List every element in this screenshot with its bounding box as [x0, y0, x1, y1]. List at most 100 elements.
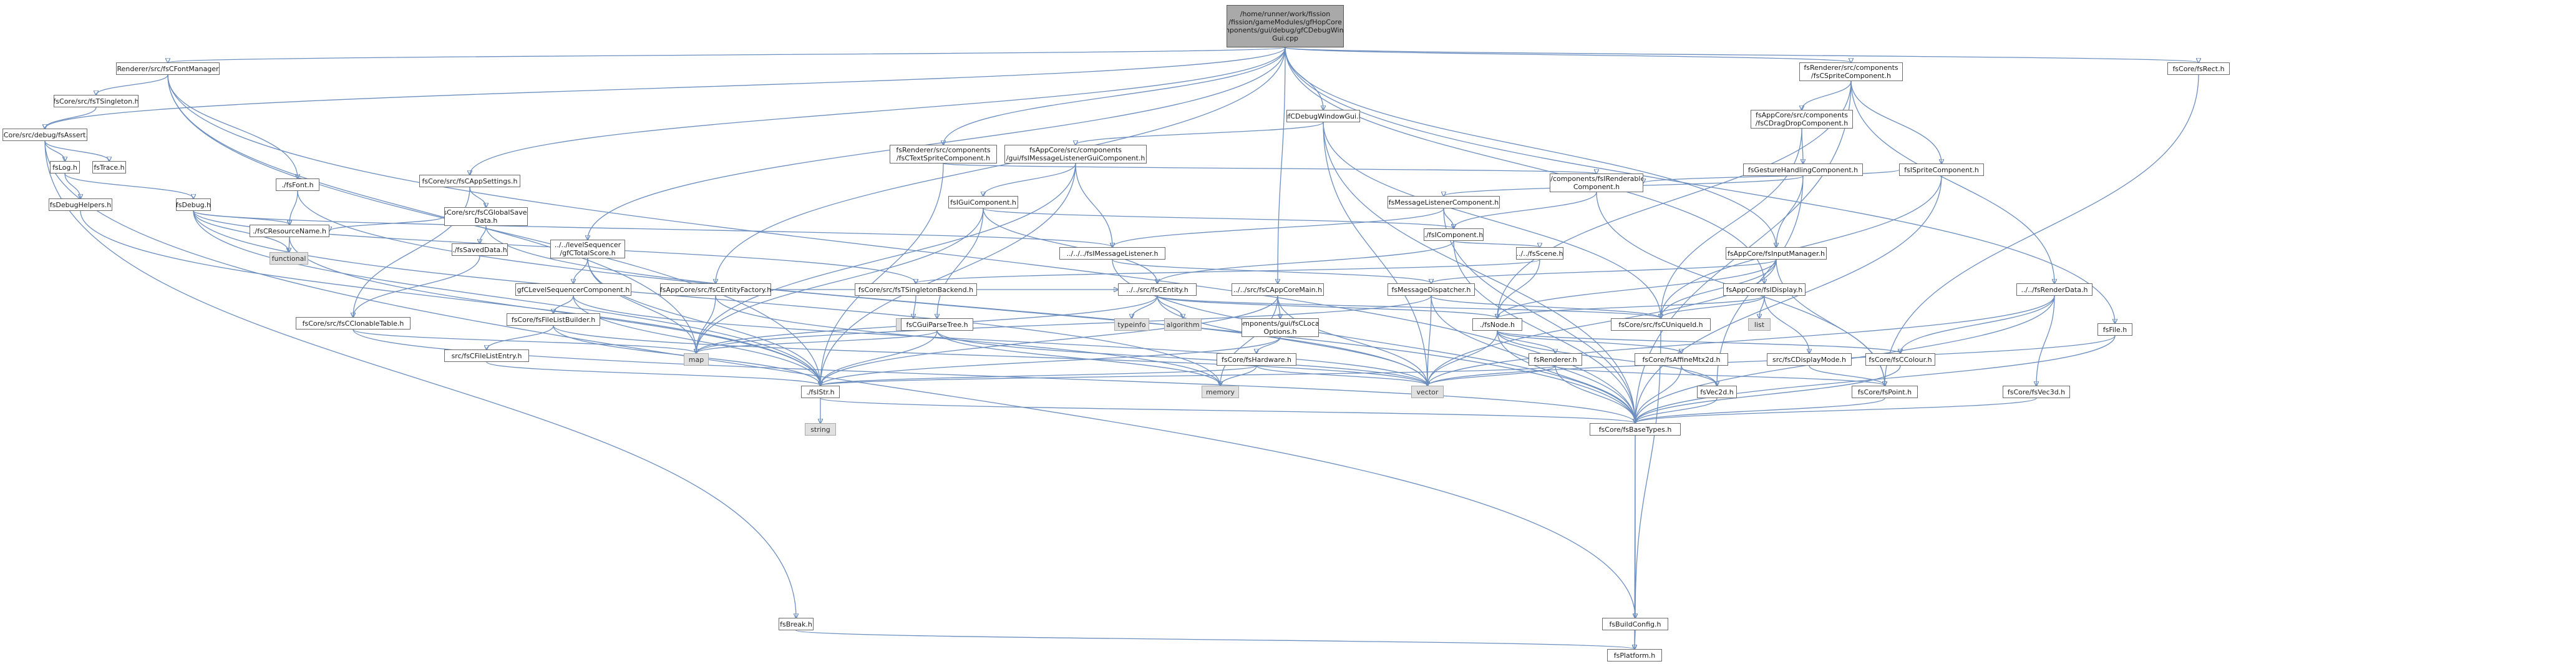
node-app-core-main[interactable]: ../../src/fsCAppCoreMain.h [1232, 283, 1324, 296]
node-file-list-entry[interactable]: src/fsCFileListEntry.h [444, 349, 529, 362]
node-font[interactable]: ./fsFont.h [276, 178, 319, 191]
node-drag-drop[interactable]: fsAppCore/src/components /fsCDragDropCom… [1751, 110, 1853, 129]
node-vec2d[interactable]: fsVec2d.h [1697, 386, 1737, 398]
edge-input_manager-to-message_dispatcher [1431, 259, 1777, 283]
node-fs-node[interactable]: ./fsNode.h [1472, 318, 1522, 331]
node-affine-mtx[interactable]: fsCore/fsAffineMtx2d.h [1635, 353, 1728, 366]
node-input-manager[interactable]: fsAppCore/fsInputManager.h [1726, 247, 1827, 260]
edge-level_seq_component-to-file_list_builder [553, 295, 574, 313]
edge-vec2d-to-basetypes [1635, 398, 1718, 423]
node-tsingleton[interactable]: fsCore/src/fsTSingleton.h [54, 95, 139, 107]
edge-node_h-to-vec2d [1497, 330, 1717, 386]
node-sprite-component[interactable]: fsRenderer/src/components /fsCSpriteComp… [1799, 62, 1903, 81]
node-istr[interactable]: ./fsIStr.h [801, 386, 840, 398]
node-rect[interactable]: fsCore/fsRect.h [2167, 62, 2230, 75]
node-file-list-builder[interactable]: fsCore/fsFileListBuilder.h [507, 313, 600, 326]
node-level-seq-component[interactable]: gfCLevelSequencerComponent.h [515, 283, 631, 296]
node-log[interactable]: fsLog.h [50, 161, 80, 173]
node-gui-listener-component[interactable]: fsAppCore/src/components /gui/fsIMessage… [1004, 145, 1147, 164]
node-assert[interactable]: fsCore/src/debug/fsAssert.h [2, 129, 87, 141]
edge-assert-to-log [44, 140, 65, 161]
edge-node_h-to-vector [1427, 330, 1498, 386]
edge-gui_component-to-centity [983, 208, 1157, 283]
node-scene[interactable]: ../../fsScene.h [1516, 247, 1563, 260]
node-file[interactable]: fsFile.h [2097, 323, 2132, 336]
node-break[interactable]: fsBreak.h [779, 618, 814, 630]
edge-level_seq_total_score-to-level_seq_component [573, 258, 588, 283]
edge-gui_listener_component-to-gui_component [983, 163, 1076, 196]
edge-cuniqueid-to-build_config [1635, 330, 1661, 618]
edge-input_manager-to-node_h [1497, 259, 1777, 318]
dependency-edges [45, 47, 2199, 649]
edge-renderer-to-istr [820, 365, 1556, 386]
node-root-source-file: /home/runner/work/fission /fission/gameM… [1227, 5, 1344, 47]
node-app-settings[interactable]: fsCore/src/fsCAppSettings.h [419, 175, 520, 187]
node-hardware[interactable]: fsCore/fsHardware.h [1217, 353, 1296, 366]
node-trace[interactable]: fsTrace.h [92, 161, 126, 173]
edge-global_saved_data-to-vector [485, 225, 1427, 386]
node-message-listener[interactable]: ../../../fsIMessageListener.h [1059, 247, 1165, 260]
edge-font-to-basetypes [297, 190, 1635, 423]
edge-node_h-to-renderer [1497, 330, 1555, 353]
edge-debug_window_gui-to-cuniqueid [1323, 122, 1661, 318]
edge-font-to-resource_name [289, 190, 298, 225]
edge-root-to-rect [1285, 47, 2199, 62]
edge-file_list_entry-to-istr [486, 361, 820, 386]
node-resource-name[interactable]: ./fsCResourceName.h [250, 225, 329, 237]
node-build-config[interactable]: fsBuildConfig.h [1602, 618, 1668, 630]
node-gui-parse-tree[interactable]: fsCGuiParseTree.h [901, 318, 973, 331]
edge-affine_mtx-to-vec2d [1681, 365, 1717, 386]
edge-gui_listener_component-to-istr [820, 163, 1076, 386]
edge-debug_window_gui-to-basetypes [1323, 122, 1635, 423]
node-level-seq-total-score[interactable]: ../../levelSequencer /gfCTotalScore.h [550, 240, 625, 258]
edge-colour-to-basetypes [1635, 365, 1901, 423]
edge-scene-to-node_h [1497, 259, 1540, 318]
node-isprite-component[interactable]: fsISpriteComponent.h [1899, 164, 1984, 176]
node-debug-window-gui[interactable]: gfCDebugWindowGui.h [1286, 110, 1360, 122]
node-centity[interactable]: ../../src/fsCEntity.h [1118, 283, 1197, 296]
node-message-listener-component[interactable]: fsMessageListenerComponent.h [1388, 196, 1500, 208]
node-cuniqueid[interactable]: fsCore/src/fsCUniqueId.h [1611, 318, 1711, 331]
node-tsingleton-backend[interactable]: fsCore/src/fsTSingletonBackend.h [855, 283, 977, 296]
node-vec3d[interactable]: fsCore/fsVec3d.h [2003, 386, 2070, 398]
edge-app_display-to-cuniqueid [1661, 295, 1765, 318]
node-icomponent[interactable]: ./fsIComponent.h [1424, 228, 1484, 241]
node-debug[interactable]: fsDebug.h [176, 198, 211, 211]
node-text-sprite[interactable]: fsRenderer/src/components /fsCTextSprite… [890, 145, 997, 164]
node-renderer[interactable]: fsRenderer.h [1529, 353, 1582, 366]
edge-gui_parse_tree-to-istr [820, 330, 938, 386]
node-irenderable[interactable]: ./components/fsIRenderable Component.h [1550, 173, 1643, 192]
node-debug-helpers[interactable]: fsDebugHelpers.h [49, 198, 112, 211]
edge-assert-to-trace [44, 140, 109, 161]
node-font-manager[interactable]: fsRenderer/src/fsCFontManager.h [116, 62, 220, 75]
edge-render_data-to-vec3d [2036, 295, 2055, 386]
node-render-data[interactable]: ../../fsRenderData.h [2016, 283, 2092, 296]
node-global-saved-data[interactable]: fsCore/src/fsCGlobalSaved Data.h [444, 207, 528, 226]
node-app-display[interactable]: fsAppCore/fsIDisplay.h [1723, 283, 1806, 296]
edge-root-to-app_settings [470, 47, 1286, 175]
node-typeinfo: typeinfo [1114, 318, 1149, 331]
node-gesture-handling[interactable]: fsGestureHandlingComponent.h [1743, 164, 1863, 176]
edge-debug_window_gui-to-vector [1323, 122, 1427, 386]
node-point[interactable]: fsCore/fsPoint.h [1852, 386, 1918, 398]
node-locale-options[interactable]: components/gui/fsCLocale Options.h [1242, 318, 1319, 337]
edge-icomponent-to-scene [1453, 240, 1540, 247]
edge-node_h-to-basetypes [1497, 330, 1635, 423]
node-entity-factory[interactable]: fsAppCore/src/fsCEntityFactory.h [660, 283, 771, 296]
node-message-dispatcher[interactable]: fsMessageDispatcher.h [1388, 283, 1475, 296]
edge-gui_component-to-map [696, 208, 984, 353]
node-colour[interactable]: fsCore/fsCColour.h [1865, 353, 1935, 366]
edge-icomponent-to-basetypes [1453, 240, 1635, 423]
node-basetypes[interactable]: fsCore/fsBaseTypes.h [1590, 423, 1681, 436]
node-clonable-table[interactable]: fsCore/src/fsCClonableTable.h [296, 317, 411, 330]
edge-debug-to-memory [193, 210, 1220, 386]
edge-app_core_main-to-vector [1277, 295, 1427, 386]
node-display-mode[interactable]: src/fsCDisplayMode.h [1767, 353, 1852, 366]
node-saved-data[interactable]: ./fsSavedData.h [452, 243, 508, 256]
node-platform[interactable]: fsPlatform.h [1607, 649, 1662, 662]
node-gui-component[interactable]: fsIGuiComponent.h [948, 196, 1018, 208]
edge-root-to-sprite_component_cpp [1285, 47, 1851, 62]
edge-entity_factory-to-memory [715, 295, 1220, 386]
edge-level_seq_component-to-vector [573, 295, 1427, 386]
